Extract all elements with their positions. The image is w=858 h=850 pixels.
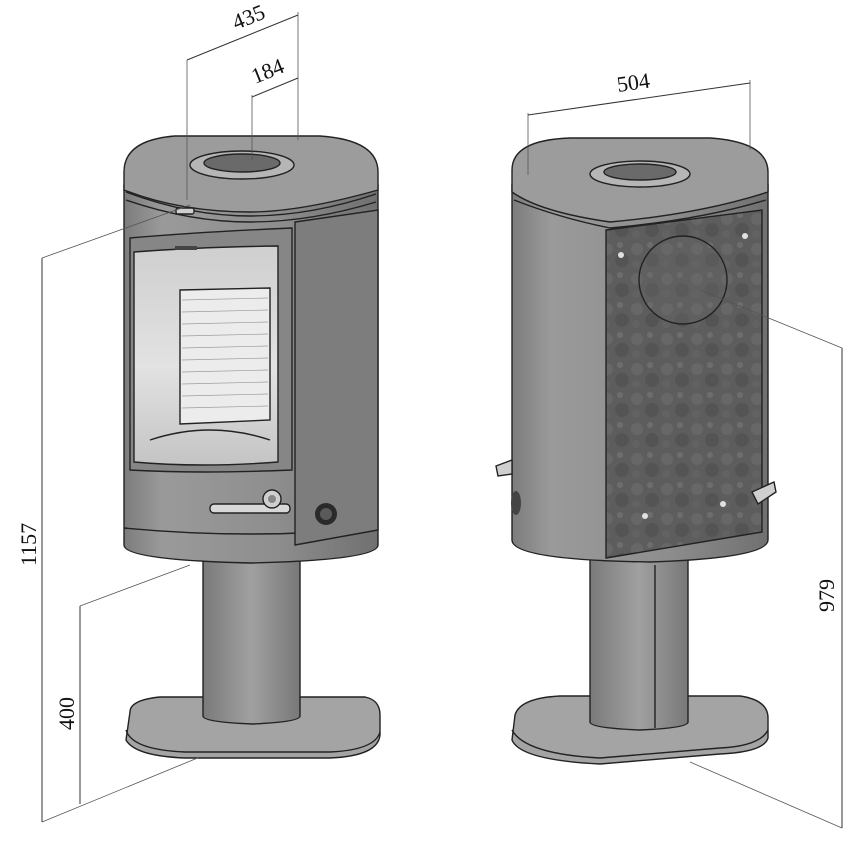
front-firebox-lines xyxy=(181,297,269,409)
dim-label-504: 504 xyxy=(615,68,651,97)
dim-label-1157: 1157 xyxy=(16,523,41,566)
front-side-door xyxy=(294,209,379,546)
rear-left-handle xyxy=(495,458,513,477)
rear-right-handle xyxy=(751,480,777,506)
dim-label-184: 184 xyxy=(248,53,288,89)
rear-flue-knockout xyxy=(638,235,728,325)
dim-label-979: 979 xyxy=(814,579,839,612)
dimension-lines xyxy=(41,12,843,829)
rear-pillar xyxy=(589,557,689,731)
front-base-plate xyxy=(125,696,381,759)
rear-stove xyxy=(495,137,777,765)
front-pillar xyxy=(202,554,301,725)
front-brand-plate xyxy=(175,246,197,250)
front-stove xyxy=(123,135,381,759)
dim-label-400: 400 xyxy=(54,697,79,730)
